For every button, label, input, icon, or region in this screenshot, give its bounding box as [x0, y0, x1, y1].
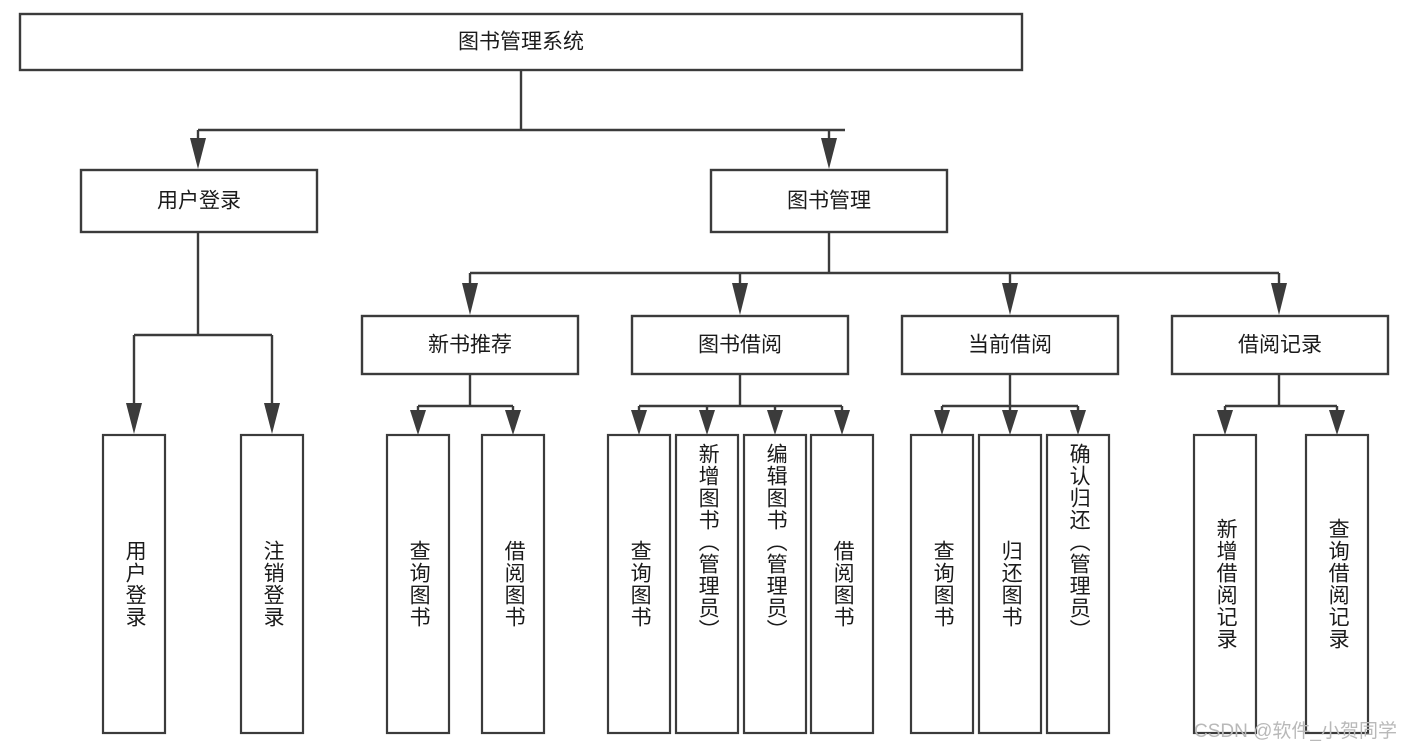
node-leaf-borrow-book-1[interactable]: [480, 433, 546, 735]
arrow-head-book-management: [821, 138, 837, 169]
arrow-head-leaf-user-login: [126, 403, 142, 434]
node-book-borrow-label: 图书借阅: [698, 334, 782, 357]
connector-layer: [126, 70, 1345, 435]
node-leaf-return-book[interactable]: [977, 433, 1043, 735]
node-user-login-label: 用户登录: [157, 190, 241, 213]
arrow-head-leaf-confirm-return-admin: [1070, 410, 1086, 435]
node-leaf-query-borrow-record[interactable]: [1304, 433, 1370, 735]
node-leaf-confirm-return-admin[interactable]: [1045, 433, 1111, 735]
node-new-book-recommend[interactable]: 新书推荐: [360, 314, 580, 376]
arrow-head-leaf-add-borrow-record: [1217, 410, 1233, 435]
arrow-head-leaf-query-book-3: [934, 410, 950, 435]
node-leaf-user-login[interactable]: [101, 433, 167, 735]
node-leaf-edit-book-admin[interactable]: [742, 433, 808, 735]
arrow-head-borrow-record: [1271, 283, 1287, 315]
arrow-head-current-borrow: [1002, 283, 1018, 315]
node-leaf-borrow-book-2[interactable]: [809, 433, 875, 735]
arrow-head-leaf-query-borrow-record: [1329, 410, 1345, 435]
node-leaf-query-book-2[interactable]: [606, 433, 672, 735]
node-leaf-query-book-1[interactable]: [385, 433, 451, 735]
node-current-borrow[interactable]: 当前借阅: [900, 314, 1120, 376]
arrow-head-leaf-return-book: [1002, 410, 1018, 435]
arrow-head-book-borrow: [732, 283, 748, 315]
node-book-borrow[interactable]: 图书借阅: [630, 314, 850, 376]
node-book-management-label: 图书管理: [787, 190, 871, 213]
arrow-head-user-login: [190, 138, 206, 169]
arrow-head-leaf-query-book-2: [631, 410, 647, 435]
node-borrow-record-label: 借阅记录: [1238, 334, 1322, 357]
node-book-management[interactable]: 图书管理: [709, 168, 949, 234]
node-title-box[interactable]: 图书管理系统: [18, 12, 1024, 72]
node-user-login[interactable]: 用户登录: [79, 168, 319, 234]
node-current-borrow-label: 当前借阅: [968, 334, 1052, 357]
node-leaf-add-borrow-record[interactable]: [1192, 433, 1258, 735]
arrow-head-leaf-edit-book-admin: [767, 410, 783, 435]
arrow-head-leaf-logout-login: [264, 403, 280, 434]
arrow-head-new-book-recommend: [462, 283, 478, 315]
node-leaf-query-book-3[interactable]: [909, 433, 975, 735]
node-leaf-logout-login[interactable]: [239, 433, 305, 735]
arrow-head-leaf-borrow-book-1: [505, 410, 521, 435]
arrow-head-leaf-borrow-book-2: [834, 410, 850, 435]
node-leaf-add-book-admin[interactable]: [674, 433, 740, 735]
arrow-head-leaf-query-book-1: [410, 410, 426, 435]
node-borrow-record[interactable]: 借阅记录: [1170, 314, 1390, 376]
arrow-head-leaf-add-book-admin: [699, 410, 715, 435]
node-layer: 图书管理系统 用户登录 图书管理 新书推荐 图书借阅: [18, 12, 1390, 735]
node-title-box-label: 图书管理系统: [458, 31, 584, 54]
node-new-book-recommend-label: 新书推荐: [428, 334, 512, 357]
